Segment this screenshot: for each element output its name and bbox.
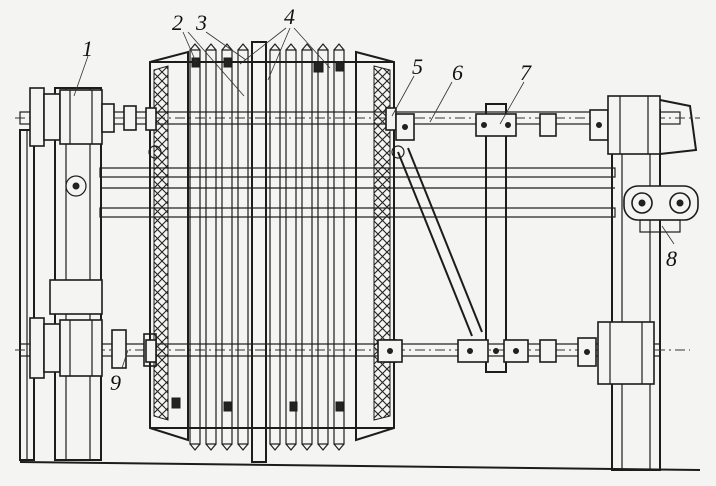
ground-line bbox=[19, 461, 701, 471]
callout-7: 7 bbox=[520, 60, 532, 85]
plate-pack bbox=[145, 41, 405, 463]
upper-left-pulley bbox=[29, 87, 137, 147]
callout-1: 1 bbox=[82, 36, 93, 61]
callout-9: 9 bbox=[110, 370, 121, 395]
upper-right-pulley bbox=[589, 95, 698, 155]
callout-labels: 1 2 3 4 5 6 7 8 9 bbox=[82, 4, 677, 395]
lower-left-pulley bbox=[29, 317, 157, 379]
cross-bars bbox=[99, 167, 616, 218]
drive-unit bbox=[623, 185, 699, 233]
lower-right-pulley bbox=[577, 321, 655, 385]
callout-8: 8 bbox=[666, 246, 677, 271]
callout-4: 4 bbox=[284, 4, 295, 29]
callout-3: 3 bbox=[195, 10, 207, 35]
callout-5: 5 bbox=[412, 54, 423, 79]
tension-link bbox=[395, 113, 483, 337]
leader-lines bbox=[73, 27, 675, 369]
callout-2: 2 bbox=[172, 10, 183, 35]
right-frame bbox=[611, 109, 661, 471]
left-frame bbox=[19, 87, 103, 461]
callout-6: 6 bbox=[452, 60, 463, 85]
vertical-strut bbox=[377, 103, 557, 373]
